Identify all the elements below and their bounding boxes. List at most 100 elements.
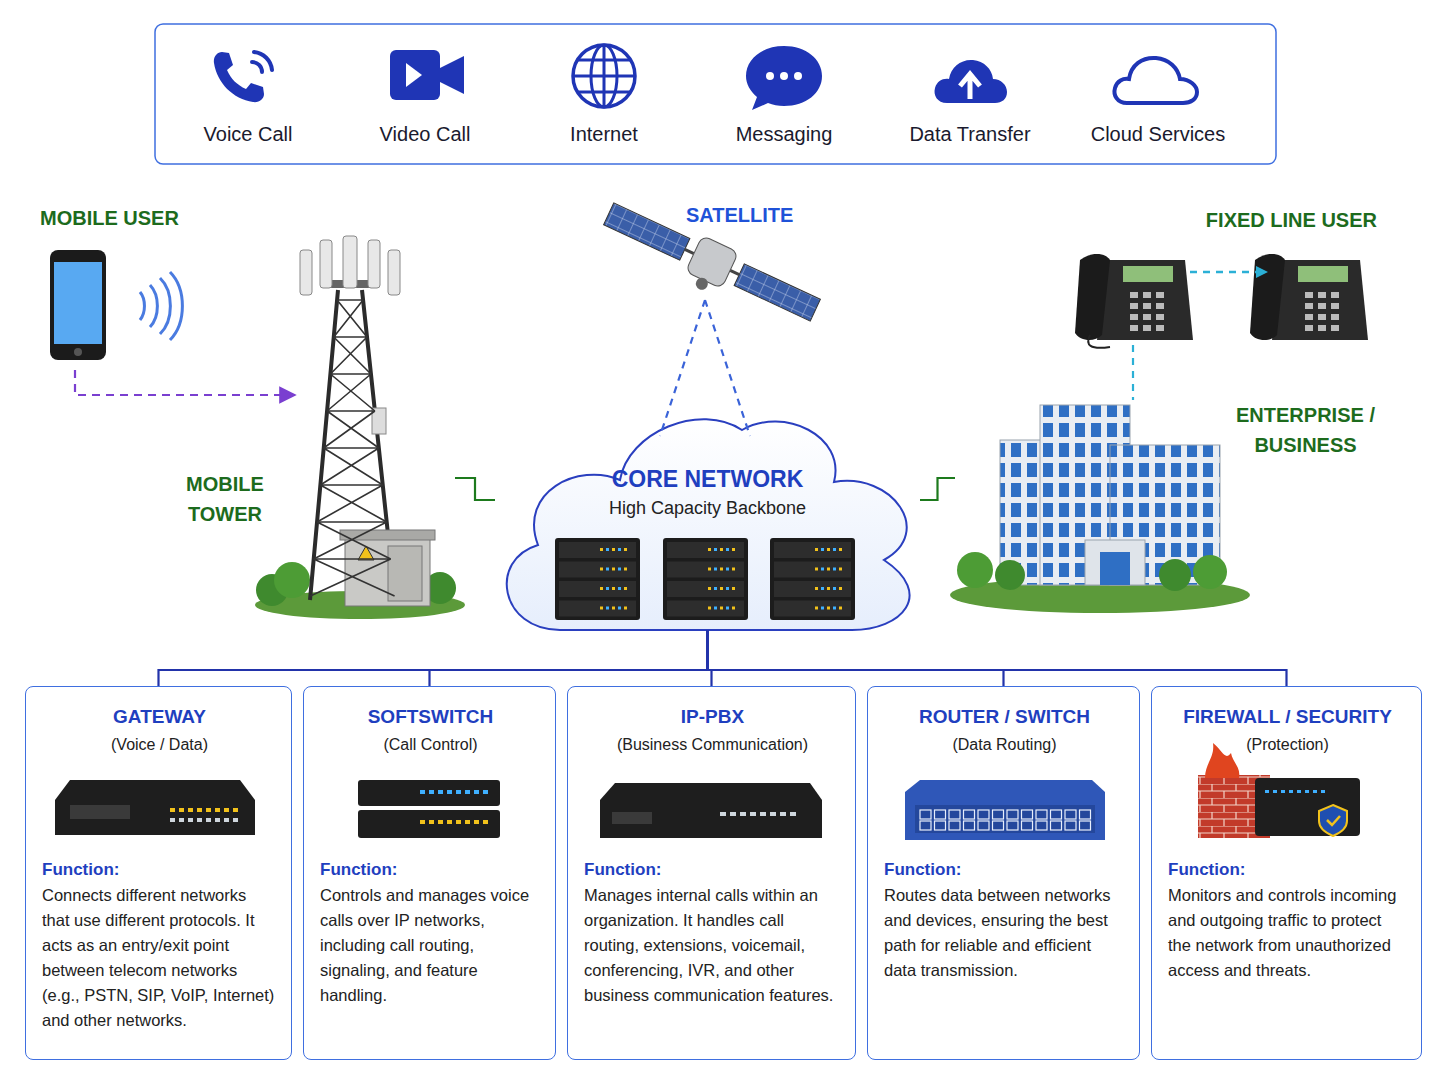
phone-key xyxy=(1318,292,1326,298)
connector xyxy=(660,300,750,436)
server-led xyxy=(618,587,621,590)
server-led xyxy=(606,548,609,551)
switch-port xyxy=(993,821,1004,830)
server-led xyxy=(815,548,818,551)
server-led xyxy=(833,607,836,610)
function-text: Controls and manages voice calls over IP… xyxy=(320,883,541,1008)
card-subtitle: (Protection) xyxy=(1152,735,1423,755)
phone-key xyxy=(1130,314,1138,320)
server-led xyxy=(815,607,818,610)
node-heading: MOBILE USER xyxy=(40,203,210,233)
connector xyxy=(159,630,708,686)
phone-key xyxy=(1156,292,1164,298)
server-led xyxy=(827,548,830,551)
server-unit xyxy=(667,601,744,617)
device-led xyxy=(206,808,211,812)
enterprise: ENTERPRISE / BUSINESS xyxy=(955,400,1225,610)
device-led xyxy=(1289,790,1293,793)
server-unit xyxy=(559,581,636,597)
server-led xyxy=(618,607,621,610)
phone-key xyxy=(1305,325,1313,331)
device-led xyxy=(465,820,470,824)
core-cloud xyxy=(507,419,910,630)
service-label: Video Call xyxy=(340,122,510,147)
connector xyxy=(708,630,1004,686)
core-subtitle: High Capacity Backbone xyxy=(495,497,920,520)
phone-key xyxy=(1305,314,1313,320)
server-led xyxy=(624,568,627,571)
device-led xyxy=(1305,790,1309,793)
device-led xyxy=(420,790,425,794)
server-led xyxy=(612,568,615,571)
phone-key xyxy=(1331,314,1339,320)
fixed-line-user: FIXED LINE USER xyxy=(1075,205,1385,345)
node-heading: MOBILE TOWER xyxy=(175,469,275,529)
server-unit xyxy=(667,562,744,578)
card-title: IP-PBX xyxy=(568,705,857,729)
card-subtitle: (Voice / Data) xyxy=(26,735,293,755)
node-heading: SATELLITE xyxy=(686,203,806,228)
device-led xyxy=(750,812,756,816)
switch-port xyxy=(1051,821,1062,830)
device-led xyxy=(438,790,443,794)
server-led xyxy=(612,548,615,551)
device-led xyxy=(215,808,220,812)
switch-port xyxy=(1065,821,1076,830)
device-led xyxy=(770,812,776,816)
card-subtitle: (Data Routing) xyxy=(868,735,1141,755)
switch-port xyxy=(1007,821,1018,830)
connector xyxy=(430,630,708,686)
satellite-node: SATELLITE xyxy=(615,195,805,300)
server-led xyxy=(726,568,729,571)
device-led xyxy=(465,790,470,794)
device-led xyxy=(188,818,193,822)
tower-brace xyxy=(317,485,387,522)
office-building xyxy=(950,405,1250,613)
smartphone xyxy=(50,250,182,360)
phone-key xyxy=(1305,303,1313,309)
cell-tower xyxy=(255,236,465,619)
card-title: FIREWALL / SECURITY xyxy=(1152,705,1423,729)
card-title: SOFTSWITCH xyxy=(304,705,557,729)
server-led xyxy=(821,587,824,590)
tower-brace xyxy=(320,448,382,485)
service-icons xyxy=(214,45,1197,110)
server-led xyxy=(714,568,717,571)
device-led xyxy=(474,790,479,794)
switch-port xyxy=(1080,821,1091,830)
server-led xyxy=(732,568,735,571)
service-label: Voice Call xyxy=(163,122,333,147)
phone-key xyxy=(1143,325,1151,331)
switch-port xyxy=(978,821,989,830)
switch-port xyxy=(1051,810,1062,819)
function-label: Function: xyxy=(42,859,277,880)
device-led xyxy=(1321,790,1325,793)
server-unit xyxy=(559,601,636,617)
server-led xyxy=(720,548,723,551)
switch-port xyxy=(1080,810,1091,819)
server-led xyxy=(815,587,818,590)
server-unit xyxy=(559,562,636,578)
device-led xyxy=(420,820,425,824)
device-led xyxy=(790,812,796,816)
phone-key xyxy=(1143,314,1151,320)
server-unit xyxy=(667,581,744,597)
card-subtitle: (Call Control) xyxy=(304,735,557,755)
core-network: CORE NETWORKHigh Capacity Backbone xyxy=(495,418,920,630)
equipment-card: SOFTSWITCH(Call Control)Function:Control… xyxy=(303,686,556,1060)
device-led xyxy=(429,790,434,794)
device-led xyxy=(233,808,238,812)
server-led xyxy=(606,607,609,610)
phone-key xyxy=(1156,303,1164,309)
server-led xyxy=(708,587,711,590)
server-led xyxy=(726,587,729,590)
equipment-card: ROUTER / SWITCH(Data Routing)Function:Ro… xyxy=(867,686,1140,1060)
device-led xyxy=(1281,790,1285,793)
phone-key xyxy=(1318,314,1326,320)
connector xyxy=(920,478,955,500)
switch-port xyxy=(920,810,931,819)
node-heading: FIXED LINE USER xyxy=(1075,205,1377,235)
server-led xyxy=(821,607,824,610)
device-led xyxy=(197,818,202,822)
